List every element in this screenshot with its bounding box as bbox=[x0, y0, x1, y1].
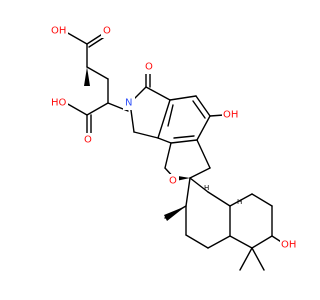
bond bbox=[86, 102, 109, 116]
bond bbox=[229, 193, 253, 207]
atom-label-h: H bbox=[204, 184, 209, 192]
bond bbox=[86, 66, 109, 80]
bond bbox=[192, 100, 206, 119]
bond bbox=[164, 142, 172, 169]
bond-layer bbox=[65, 31, 287, 271]
bond bbox=[65, 102, 88, 116]
atom-label-o: O bbox=[103, 26, 111, 37]
bond bbox=[196, 139, 211, 169]
bond bbox=[229, 235, 253, 249]
bond bbox=[170, 139, 198, 144]
bond bbox=[169, 95, 197, 101]
bond bbox=[251, 247, 265, 271]
bond bbox=[157, 137, 172, 144]
bond bbox=[157, 99, 171, 139]
atom-label-ho: HO bbox=[51, 98, 67, 109]
wedge-bond bbox=[164, 206, 186, 221]
atom-label-o: O bbox=[169, 176, 177, 187]
bond bbox=[239, 247, 253, 271]
stereo-wedge-layer bbox=[84, 67, 190, 221]
bond bbox=[185, 234, 209, 249]
bond bbox=[207, 191, 231, 207]
bond bbox=[207, 235, 231, 249]
bond bbox=[133, 131, 159, 139]
bond bbox=[185, 177, 191, 207]
bond bbox=[251, 235, 273, 249]
bond bbox=[145, 86, 171, 101]
bond bbox=[173, 135, 195, 139]
atom-label-oh: OH bbox=[281, 240, 296, 251]
molecule-structure-diagram: OH O HO O N O OH O OH H H bbox=[50, 24, 300, 271]
atom-label-layer: OH O HO O N O OH O OH H H bbox=[50, 24, 300, 252]
atom-label-h: H bbox=[237, 198, 242, 206]
bond bbox=[65, 31, 88, 45]
atom-label-o: O bbox=[145, 62, 153, 73]
atom-label-oh: OH bbox=[223, 110, 238, 121]
bond bbox=[196, 115, 211, 141]
bond bbox=[189, 167, 211, 179]
bond bbox=[195, 95, 211, 117]
atom-label-oh: OH bbox=[51, 26, 66, 37]
wedge-bond bbox=[84, 67, 90, 86]
bond bbox=[189, 177, 209, 193]
bond bbox=[251, 193, 273, 207]
atom-label-o: O bbox=[84, 135, 92, 146]
bond bbox=[209, 114, 225, 117]
bond bbox=[167, 104, 174, 127]
atom-label-n: N bbox=[125, 98, 132, 109]
wedge-bond bbox=[176, 176, 190, 181]
